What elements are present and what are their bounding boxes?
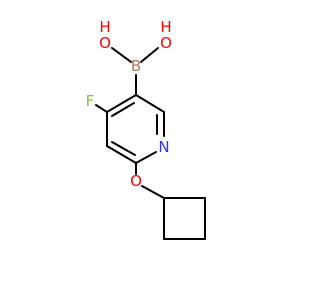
atom-boron: B (131, 57, 141, 75)
bond-ring-3-inner (111, 141, 136, 156)
atom-ether-oxygen: O (130, 172, 142, 190)
bond-b-oh-left (111, 47, 132, 63)
bond-c-f (95, 104, 108, 113)
bond-o-cyclobutyl (141, 185, 165, 199)
bonds (95, 47, 206, 240)
bond-ring-1 (106, 94, 137, 113)
atom-oh-right-o: O (160, 34, 172, 52)
atom-fluorine: F (86, 92, 95, 110)
bond-ring-4 (135, 151, 157, 164)
atom-nitrogen: N (158, 138, 169, 156)
atom-oh-left-h: H (99, 18, 110, 36)
atom-oh-left-o: O (99, 34, 111, 52)
bond-ring-6 (135, 94, 165, 113)
bond-b-oh-right (140, 47, 159, 63)
atom-oh-right-h: H (160, 18, 171, 36)
atom-labels: H O H O B F N O (86, 18, 172, 190)
bond-ring-1-inner (111, 102, 135, 117)
bond-ring-3 (106, 145, 137, 164)
structure-canvas: H O H O B F N O (86, 18, 206, 240)
